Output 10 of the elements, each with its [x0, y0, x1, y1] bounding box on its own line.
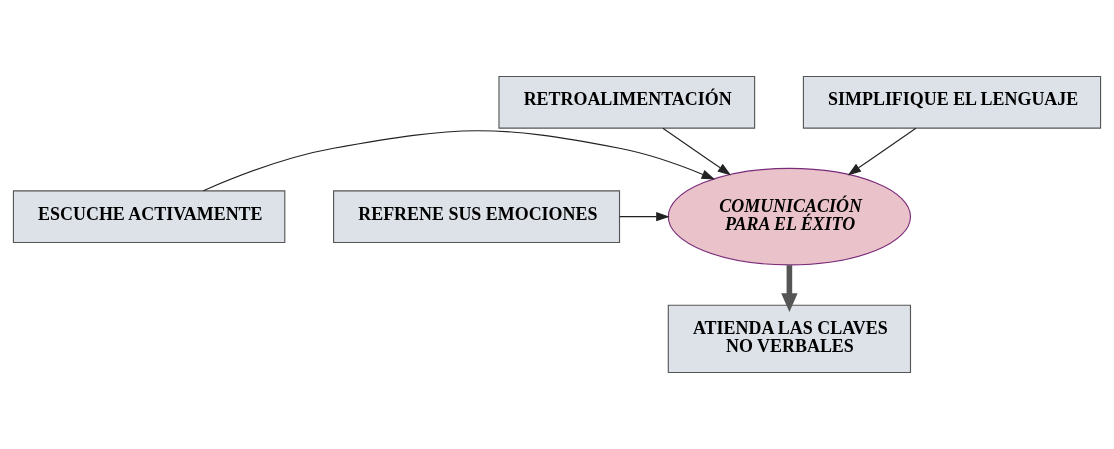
arrow [202, 130, 716, 192]
arrow [847, 127, 917, 176]
arrow [618, 211, 670, 222]
node-box: RETROALIMENTACIÓN [498, 75, 756, 129]
node-box: ESCUCHE ACTIVAMENTE [12, 190, 286, 243]
arrow [781, 265, 798, 313]
node-box: SIMPLIFIQUE EL LENGUAJE [802, 75, 1102, 129]
arrow [662, 127, 732, 176]
node-box: REFRENE SUS EMOCIONES [333, 190, 621, 243]
node-box: ATIENDA LAS CLAVES NO VERBALES [667, 304, 912, 374]
